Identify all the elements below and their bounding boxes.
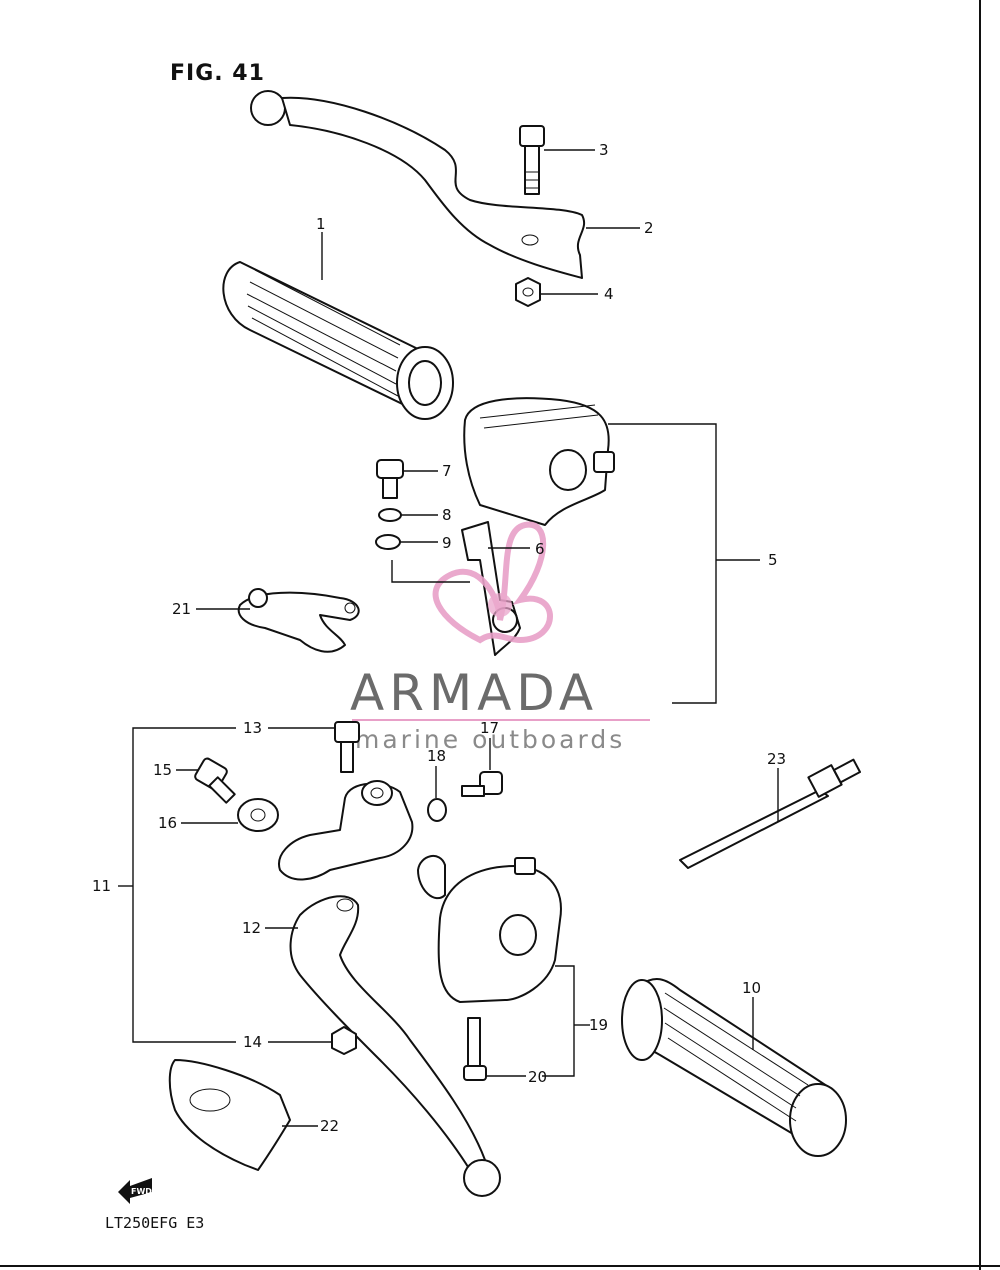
part-lever-lower [289, 895, 501, 1197]
callout-3: 3 [599, 141, 609, 159]
callout-13: 13 [243, 719, 262, 737]
model-code: LT250EFG E3 [105, 1214, 204, 1232]
callout-labels: 1 2 3 4 5 6 7 8 9 10 11 12 13 14 15 16 1… [92, 141, 786, 1135]
part-nut-16 [237, 798, 279, 832]
callout-9: 9 [442, 534, 452, 552]
watermark-brand: ARMADA [350, 664, 598, 722]
watermark-logo [432, 521, 553, 644]
part-screw-17 [461, 771, 503, 797]
part-lever-upper [250, 90, 585, 279]
part-washer-9 [375, 534, 401, 550]
callout-17: 17 [480, 719, 499, 737]
callout-11: 11 [92, 877, 111, 895]
callout-1: 1 [316, 215, 326, 233]
callout-20: 20 [528, 1068, 547, 1086]
callout-18: 18 [427, 747, 446, 765]
part-nut-4 [515, 277, 541, 307]
figure-title: FIG. 41 [170, 61, 265, 86]
part-nut-14 [331, 1026, 357, 1055]
callout-16: 16 [158, 814, 177, 832]
part-cable-tie-23 [679, 758, 861, 869]
callout-12: 12 [242, 919, 261, 937]
callout-2: 2 [644, 219, 654, 237]
callout-6: 6 [535, 540, 545, 558]
part-screw-20 [463, 1017, 487, 1081]
callout-22: 22 [320, 1117, 339, 1135]
part-screw-7 [376, 459, 404, 499]
part-adjuster-15 [194, 757, 236, 804]
callout-4: 4 [604, 285, 614, 303]
callout-19: 19 [589, 1016, 608, 1034]
callout-15: 15 [153, 761, 172, 779]
part-bolt-3 [519, 125, 545, 195]
part-bolt-13 [334, 721, 360, 773]
watermark-propeller-icon [432, 521, 553, 644]
part-cover-22 [168, 1059, 291, 1171]
callout-5: 5 [768, 551, 778, 569]
part-washer-8 [378, 508, 402, 522]
callout-21: 21 [172, 600, 191, 618]
part-switch-lower [417, 855, 562, 1003]
callout-23: 23 [767, 750, 786, 768]
part-grip-right [621, 978, 847, 1157]
part-washer-18 [427, 798, 447, 822]
callout-7: 7 [442, 462, 452, 480]
leader-lines [118, 149, 779, 1127]
fwd-label: FWD [131, 1187, 152, 1196]
part-plate-21 [237, 588, 360, 653]
part-grip-left [222, 261, 454, 420]
watermark-tagline: marine outboards [355, 725, 625, 754]
callout-10: 10 [742, 979, 761, 997]
part-bracket-11 [278, 780, 414, 881]
part-switch-upper [463, 397, 615, 526]
callout-14: 14 [243, 1033, 262, 1051]
fwd-arrow-icon: FWD [118, 1178, 152, 1204]
callout-8: 8 [442, 506, 452, 524]
